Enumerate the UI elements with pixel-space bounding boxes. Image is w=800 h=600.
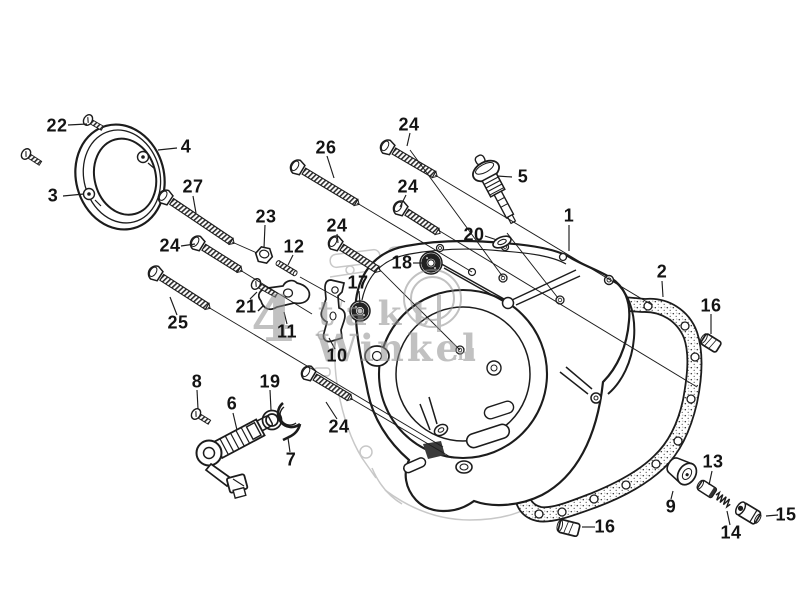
bolt-part-24 bbox=[327, 235, 381, 274]
clamp-part-11 bbox=[257, 279, 311, 312]
dowel-pin-part-16-bottom bbox=[556, 518, 581, 538]
clutch-housing-circle bbox=[377, 288, 549, 460]
circlip-part-7 bbox=[276, 401, 302, 442]
dowel-pin-part-16-right bbox=[699, 333, 722, 353]
plug-part-9 bbox=[666, 457, 698, 486]
bolt-part-26 bbox=[289, 159, 360, 207]
bolt-layer bbox=[20, 114, 441, 425]
bolt-part-24 bbox=[189, 235, 243, 274]
bolt-part-24 bbox=[392, 200, 441, 236]
oil-seal-part-17 bbox=[349, 300, 371, 322]
stud-part-12 bbox=[275, 260, 298, 277]
screw-part-22 bbox=[20, 148, 43, 166]
bolt-part-27 bbox=[157, 189, 235, 246]
bracket-part-10 bbox=[320, 279, 346, 343]
screw-part-8 bbox=[190, 408, 212, 425]
oil-dipstick-part-5 bbox=[472, 154, 517, 225]
bolt-part-25 bbox=[147, 265, 211, 311]
nut-part-23 bbox=[254, 245, 274, 265]
screw-part-22 bbox=[82, 114, 105, 131]
bolt-part-24 bbox=[300, 365, 353, 402]
pin-part-13 bbox=[696, 479, 718, 499]
bearing-part-18 bbox=[419, 251, 443, 275]
ring-parts-3-4 bbox=[74, 123, 166, 231]
cover-ribs bbox=[419, 261, 593, 431]
kick-spindle-part-6 bbox=[195, 415, 274, 500]
assembly-line-layer bbox=[207, 149, 698, 459]
bolt-part-24 bbox=[379, 139, 438, 179]
spring-part-14 bbox=[715, 490, 731, 509]
crankcase-cover-part-1 bbox=[354, 239, 636, 513]
cap-part-15 bbox=[734, 501, 762, 525]
callout-leader-layer bbox=[62, 123, 779, 528]
